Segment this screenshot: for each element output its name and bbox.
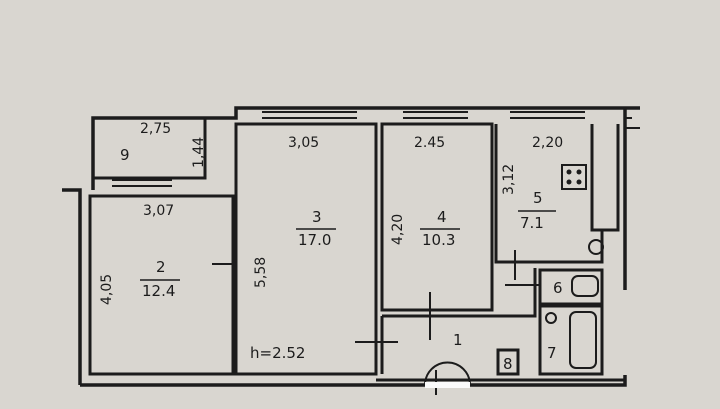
room-6-number: 6 (553, 279, 563, 297)
room-7-number: 7 (547, 344, 557, 362)
windows (112, 111, 640, 187)
interior-walls (88, 118, 625, 382)
room-1-number: 1 (453, 331, 463, 349)
room-9-number: 9 (120, 146, 130, 164)
dim-room3-depth: 5,58 (253, 257, 269, 288)
sink-icon (588, 239, 604, 255)
dim-balcony-depth: 1,44 (191, 137, 207, 168)
room-8-number: 8 (503, 355, 513, 373)
exterior-walls (62, 106, 640, 387)
dim-room5-width: 2,20 (532, 135, 563, 151)
room-2-number: 2 (156, 258, 166, 276)
room-5-number: 5 (533, 189, 543, 207)
toilet-icon (571, 275, 599, 297)
room-3-area: 17.0 (298, 231, 331, 249)
dim-room5-depth: 3,12 (501, 164, 517, 195)
stove-icon (561, 164, 587, 190)
dim-room2-depth: 4,05 (99, 274, 115, 305)
door-marks (212, 250, 540, 343)
dim-room4-width: 2.45 (414, 135, 445, 151)
room-5-area: 7.1 (520, 214, 544, 232)
door-icon (424, 361, 471, 395)
room-2-area: 12.4 (142, 282, 175, 300)
dim-room4-depth: 4,20 (390, 214, 406, 245)
ceiling-height: h=2.52 (250, 344, 305, 362)
dim-room3-width: 3,05 (288, 135, 319, 151)
dim-balcony-width: 2,75 (140, 121, 171, 137)
room-4-area: 10.3 (422, 231, 455, 249)
room-3-number: 3 (312, 208, 322, 226)
bathtub-icon (545, 311, 597, 369)
room-4-number: 4 (437, 208, 447, 226)
dim-room2-width: 3,07 (143, 203, 174, 219)
